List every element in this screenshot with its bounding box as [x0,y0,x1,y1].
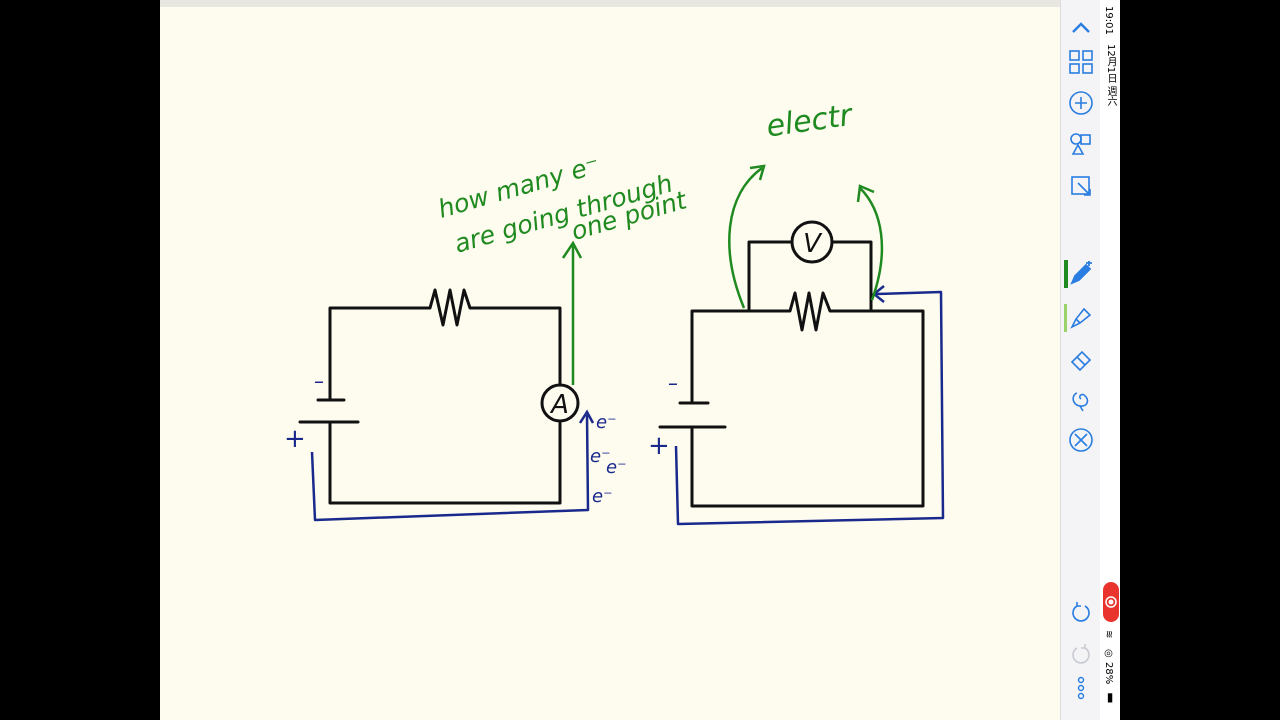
grid-icon [1069,50,1093,74]
wifi-icon: ≋ [1103,630,1114,639]
close-circle-icon [1069,428,1093,452]
left-right-wire [328,420,562,505]
ammeter-circle [540,383,580,423]
shapes-tool-button[interactable] [1065,128,1097,160]
right-negative-terminal: – [668,371,678,395]
redo-icon [1072,644,1090,664]
left-negative-terminal: – [314,369,324,393]
electron-label-1: e⁻ [596,412,617,433]
clear-tool-button[interactable] [1065,424,1097,456]
redo-button[interactable] [1065,638,1097,670]
ammeter-symbol: A [549,390,569,420]
shapes-icon [1070,133,1091,155]
ammeter-circuit [298,288,580,505]
chevron-up-icon [1072,22,1090,33]
left-top-wire [328,288,562,387]
right-main-wire [690,291,925,508]
lasso-icon [1072,392,1089,412]
page-thumbnails-button[interactable] [1065,46,1097,78]
plus-circle-icon [1069,91,1093,115]
screen-recording-indicator[interactable] [1103,582,1119,622]
note-canvas[interactable]: A – + e⁻ e⁻ e⁻ e⁻ how many e⁻ are going … [160,0,1060,720]
status-time: 19:01 [1103,6,1114,35]
more-options-button[interactable] [1065,672,1097,704]
status-battery: 28% [1103,662,1114,685]
electron-label-4: e⁻ [592,486,613,507]
record-icon [1105,596,1117,608]
highlighter-tool-button[interactable] [1064,302,1097,334]
voltmeter-note: electr [764,98,856,145]
more-icon [1077,676,1085,700]
voltmeter-circuit [658,220,925,508]
add-page-button[interactable] [1065,87,1097,119]
status-date: 12月1日 週六 [1105,44,1116,107]
right-positive-terminal: + [648,431,670,461]
pen-color-indicator [1064,260,1068,288]
page-top-edge [160,0,1060,7]
voltmeter-green-arrow-left [728,166,763,309]
battery-icon: ▮ [1103,690,1117,704]
undo-button[interactable] [1065,596,1097,628]
voltmeter-green-arrow-right [859,187,884,301]
pen-tool-button[interactable] [1064,258,1097,290]
left-electron-flow [310,414,590,522]
circuit-drawing: A – + e⁻ e⁻ e⁻ e⁻ how many e⁻ are going … [284,98,945,526]
voltmeter-circle [790,220,834,264]
eraser-icon [1070,350,1092,372]
pen-icon [1070,261,1092,285]
electron-label-3: e⁻ [606,457,627,478]
collapse-toolbar-button[interactable] [1065,12,1097,44]
voltmeter-branch [747,240,794,313]
eraser-tool-button[interactable] [1065,343,1097,375]
lasso-tool-button[interactable] [1065,384,1097,416]
location-icon: ◎ [1103,648,1114,659]
tool-sidebar [1060,0,1101,720]
lasso-select-icon [1071,176,1091,196]
select-tool-button[interactable] [1065,170,1097,202]
electron-label-2: e⁻ [590,446,611,467]
highlighter-icon [1070,307,1092,329]
left-positive-terminal: + [284,424,306,454]
voltmeter-symbol: V [803,229,823,259]
highlighter-color-indicator [1064,304,1067,332]
right-electron-flow [674,290,945,526]
undo-icon [1072,602,1090,622]
status-bar: 19:01 12月1日 週六 ≋ ◎ 28% ▮ [1100,0,1120,720]
